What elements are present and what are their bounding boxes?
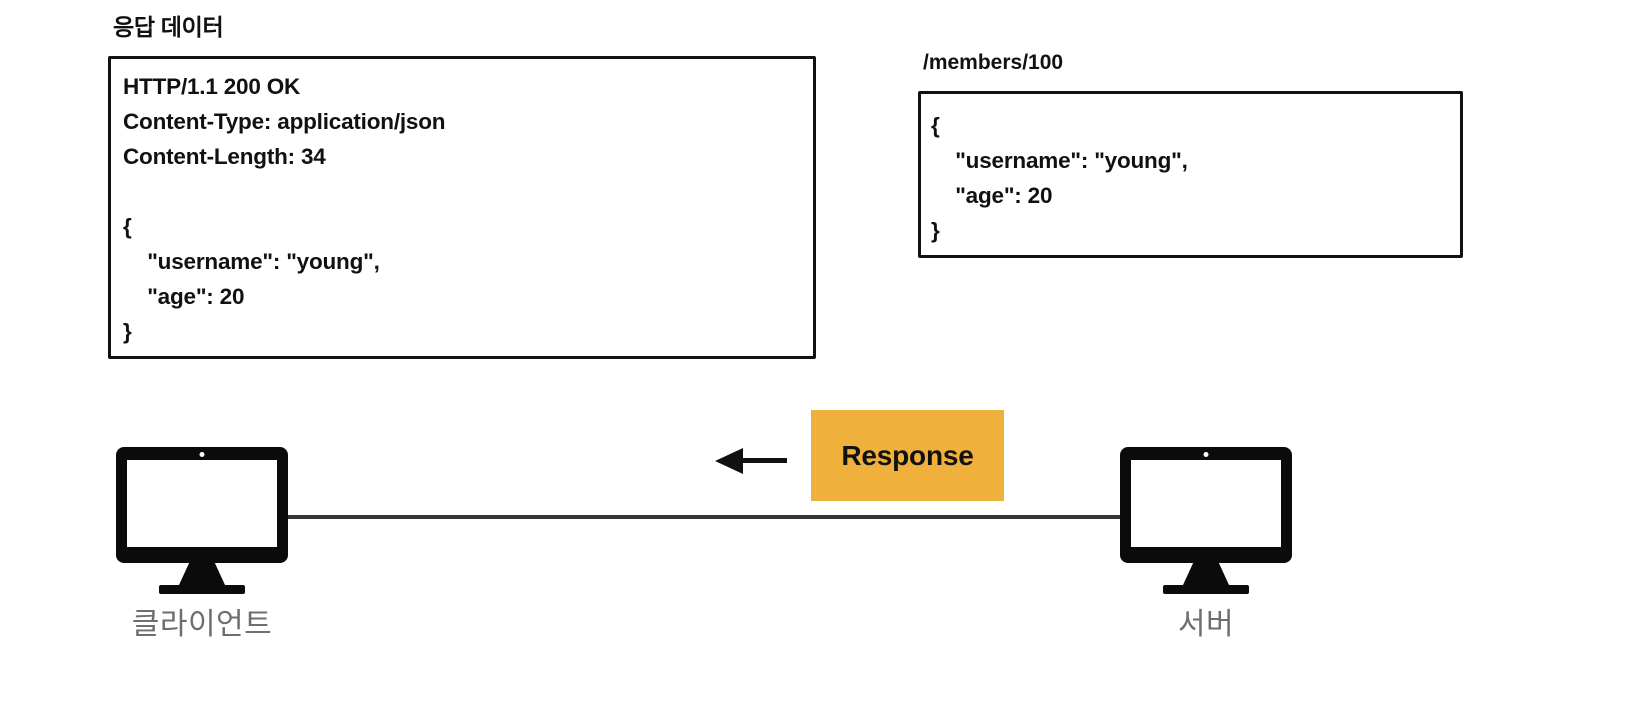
server-label: 서버 — [1177, 608, 1235, 641]
resource-json-box: { "username": "young", "age": 20 } — [918, 91, 1463, 258]
monitor-stand-neck — [1183, 563, 1229, 585]
client-node: 클라이언트 — [116, 447, 288, 641]
monitor-stand-base — [159, 585, 245, 594]
http-response-box: HTTP/1.1 200 OK Content-Type: applicatio… — [108, 56, 816, 359]
monitor-screen — [127, 460, 277, 547]
arrow-tail — [741, 458, 787, 463]
resource-json-code: { "username": "young", "age": 20 } — [931, 113, 1188, 243]
client-label: 클라이언트 — [131, 608, 273, 641]
response-badge: Response — [811, 410, 1004, 501]
arrow-head — [715, 448, 743, 474]
camera-dot-icon — [1203, 452, 1209, 457]
client-monitor-icon — [116, 447, 288, 563]
page-title: 응답 데이터 — [113, 14, 224, 40]
network-connection-line — [285, 515, 1122, 519]
camera-dot-icon — [199, 452, 205, 457]
server-monitor-icon — [1120, 447, 1292, 563]
monitor-stand-neck — [179, 563, 225, 585]
monitor-stand-base — [1163, 585, 1249, 594]
response-arrow-left-icon — [715, 445, 787, 477]
server-node: 서버 — [1120, 447, 1292, 641]
endpoint-path-label: /members/100 — [923, 51, 1064, 74]
http-response-code: HTTP/1.1 200 OK Content-Type: applicatio… — [123, 74, 446, 344]
monitor-screen — [1131, 460, 1281, 547]
